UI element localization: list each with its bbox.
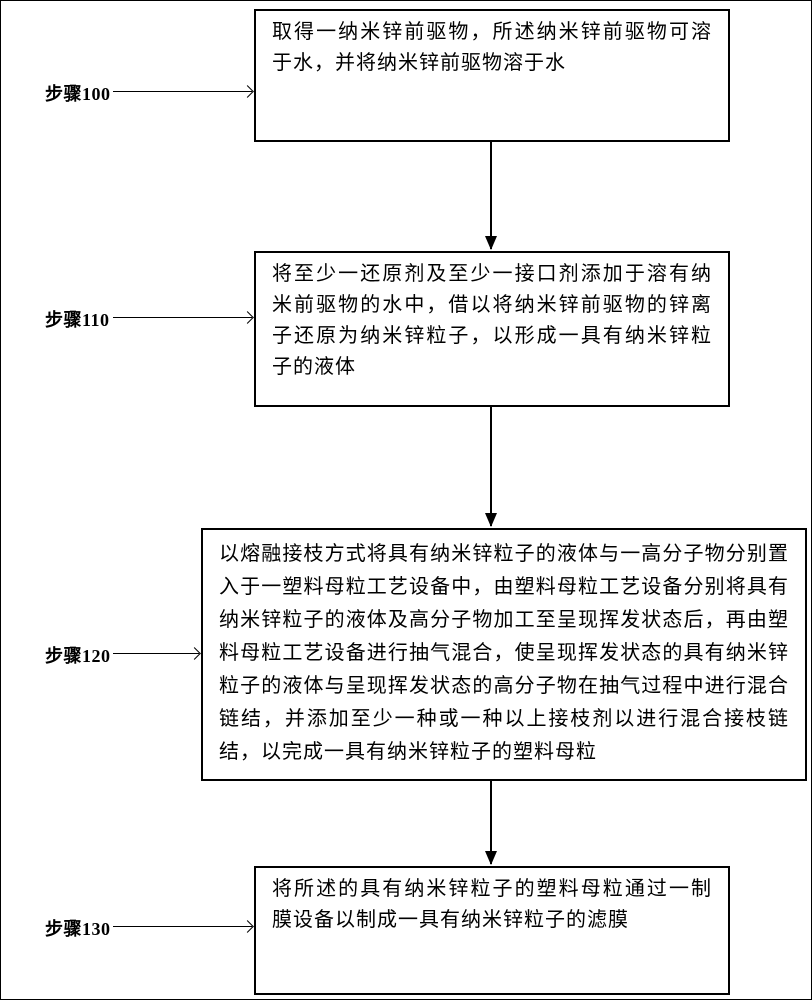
connector-arrow-1 <box>485 142 497 250</box>
arrow-down-icon <box>485 236 497 250</box>
step-100-arrow <box>113 84 254 98</box>
arrow-down-icon <box>485 851 497 865</box>
step-label-120: 步骤120 <box>45 646 111 666</box>
process-box-step-110: 将至少一还原剂及至少一接口剂添加于溶有纳米前驱物的水中，借以将纳米锌前驱物的锌离… <box>254 251 730 407</box>
process-box-step-100: 取得一纳米锌前驱物，所述纳米锌前驱物可溶于水，并将纳米锌前驱物溶于水 <box>254 9 730 142</box>
arrow-right-icon <box>241 919 254 933</box>
arrow-right-icon <box>188 646 201 660</box>
process-box-step-130-text: 将所述的具有纳米锌粒子的塑料母粒通过一制膜设备以制成一具有纳米锌粒子的滤膜 <box>272 878 712 931</box>
process-box-step-120-text: 以熔融接枝方式将具有纳米锌粒子的液体与一高分子物分别置入于一塑料母粒工艺设备中，… <box>219 543 789 763</box>
arrow-right-icon <box>241 310 254 324</box>
process-box-step-110-text: 将至少一还原剂及至少一接口剂添加于溶有纳米前驱物的水中，借以将纳米锌前驱物的锌离… <box>272 263 712 378</box>
step-label-100: 步骤100 <box>45 84 111 104</box>
step-110-arrow <box>113 310 254 324</box>
connector-arrow-3 <box>485 781 497 865</box>
step-label-110: 步骤110 <box>45 310 110 330</box>
arrow-right-icon <box>241 84 254 98</box>
process-box-step-120: 以熔融接枝方式将具有纳米锌粒子的液体与一高分子物分别置入于一塑料母粒工艺设备中，… <box>201 528 807 781</box>
step-120-arrow <box>113 646 201 660</box>
step-label-130: 步骤130 <box>45 919 111 939</box>
process-box-step-100-text: 取得一纳米锌前驱物，所述纳米锌前驱物可溶于水，并将纳米锌前驱物溶于水 <box>272 21 712 74</box>
connector-arrow-2 <box>485 407 497 527</box>
process-box-step-130: 将所述的具有纳米锌粒子的塑料母粒通过一制膜设备以制成一具有纳米锌粒子的滤膜 <box>254 866 730 995</box>
arrow-down-icon <box>485 513 497 527</box>
step-130-arrow <box>113 919 254 933</box>
